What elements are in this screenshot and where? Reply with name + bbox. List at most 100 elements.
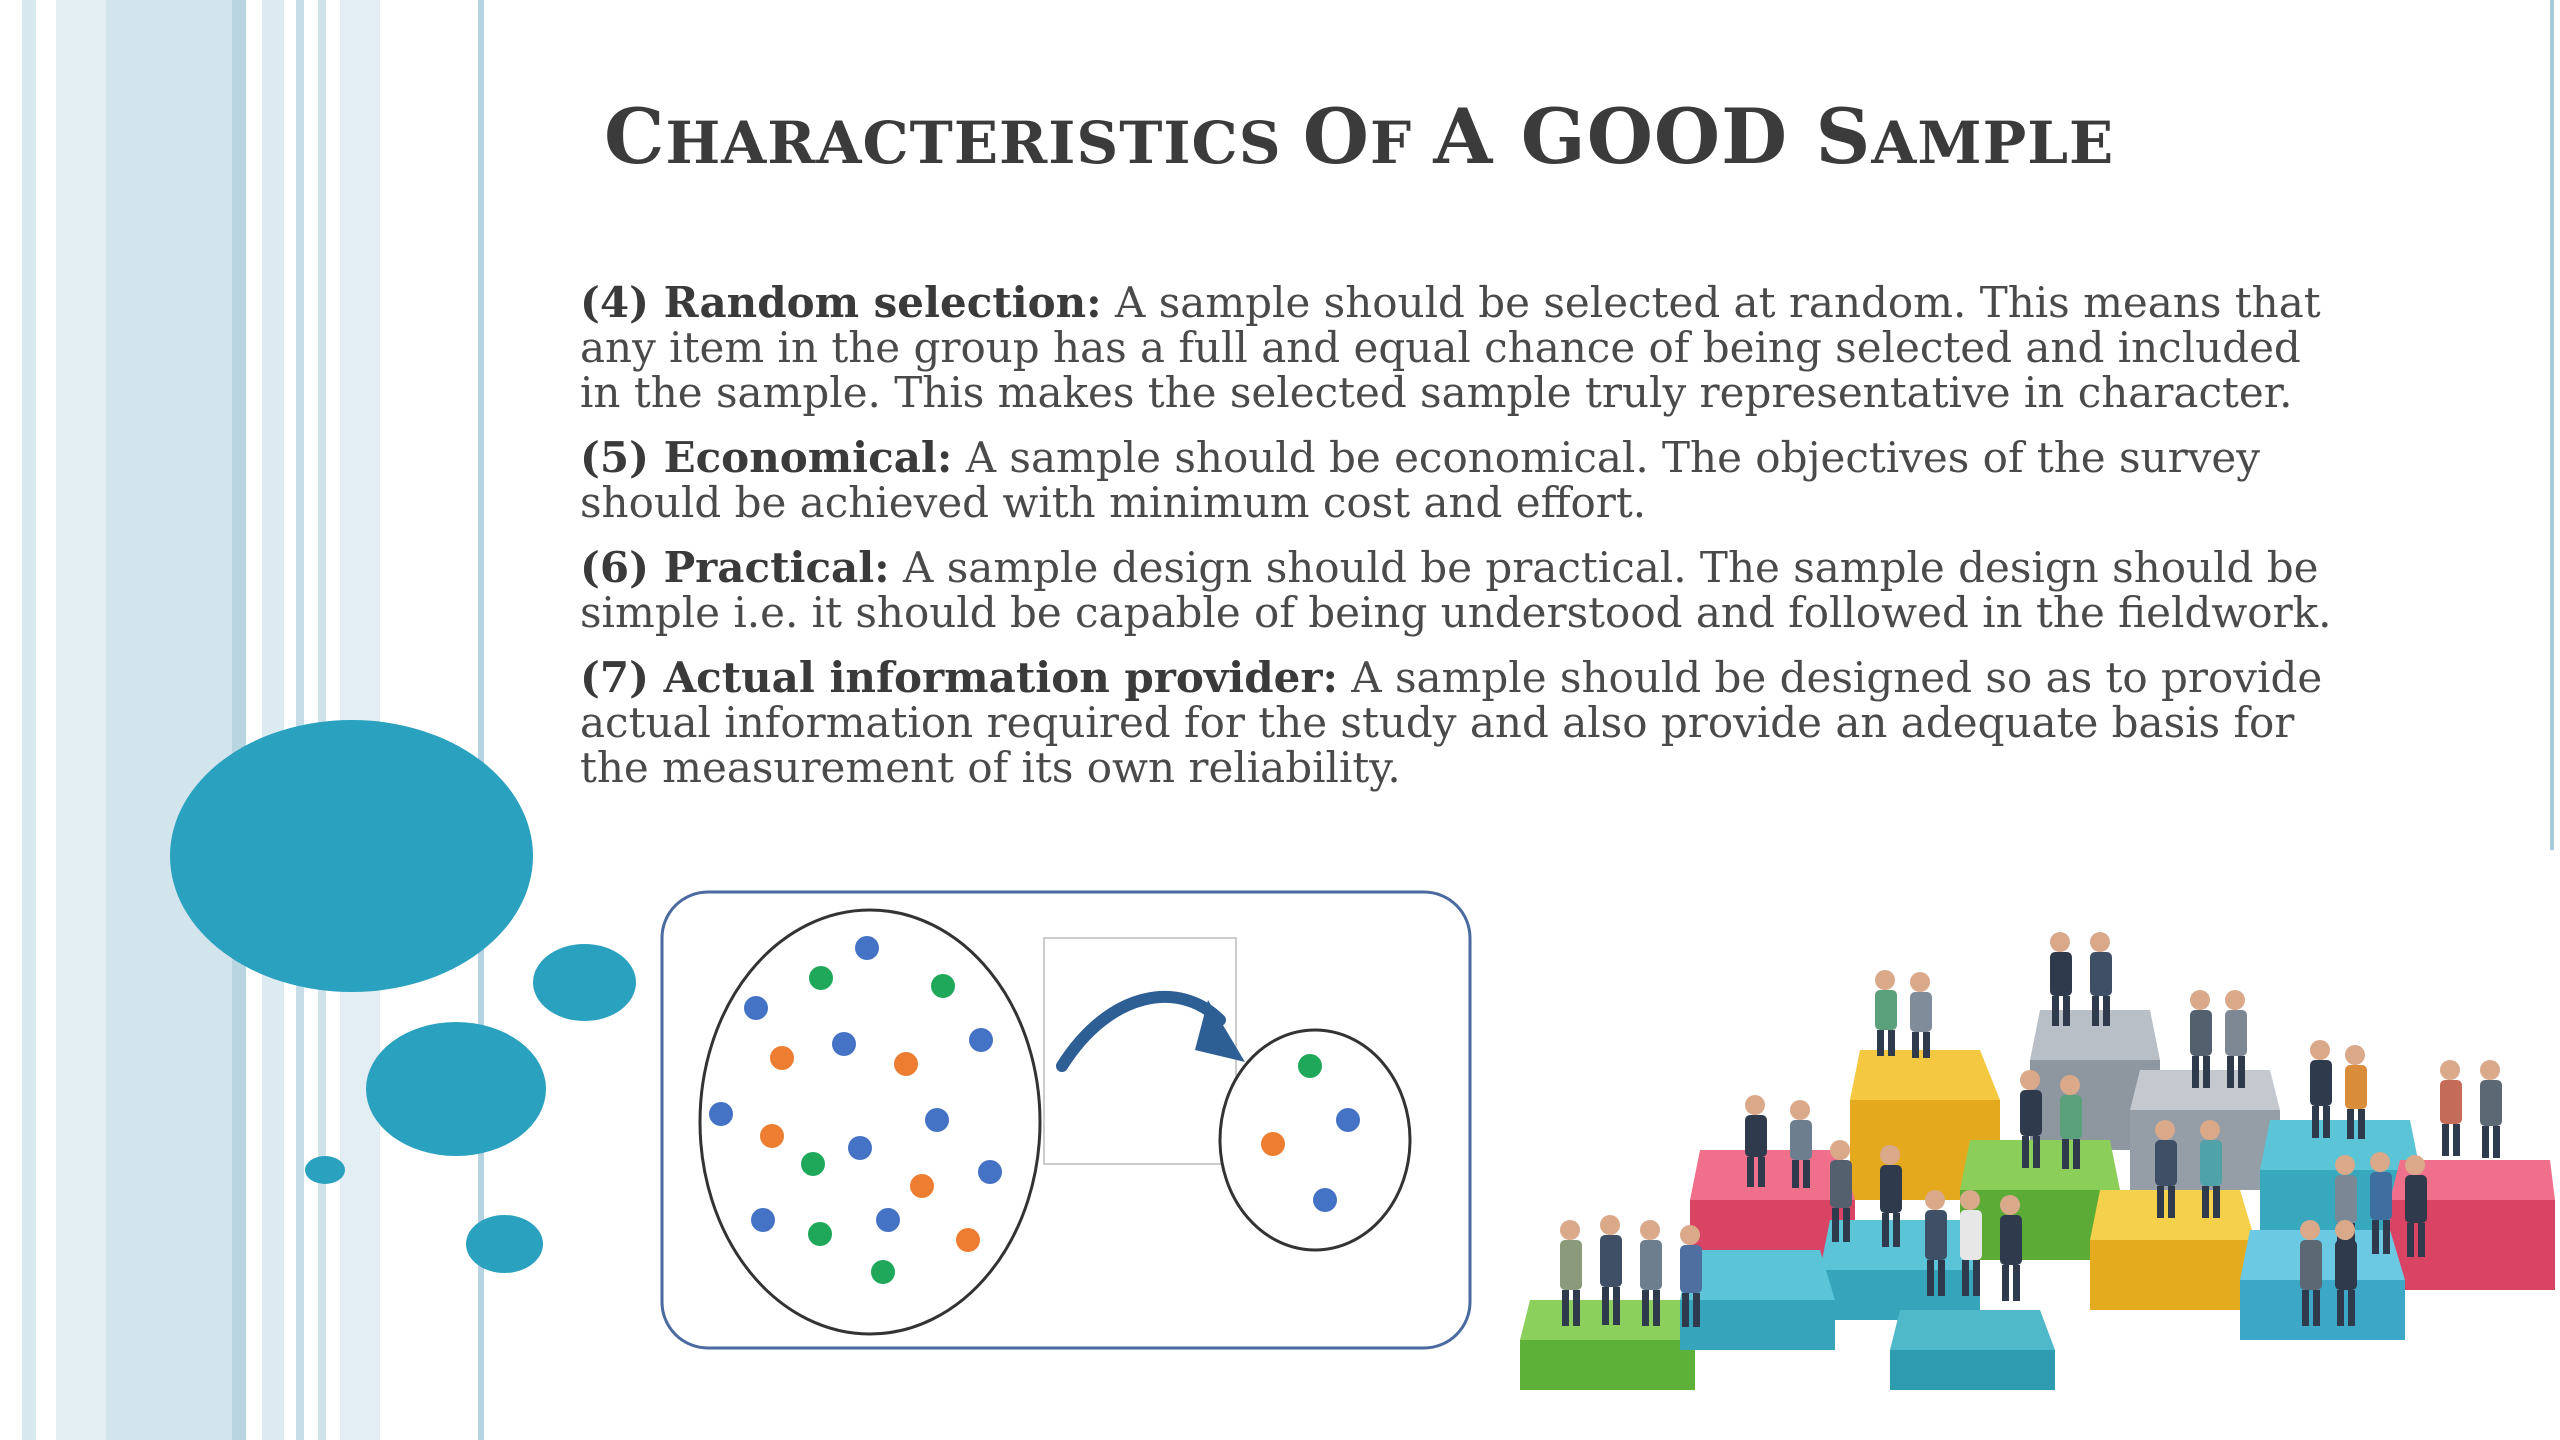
population-sample-diagram	[660, 890, 1472, 1350]
block-yellow2-front	[2090, 1240, 2255, 1310]
title-word-3: A GOOD	[1433, 92, 1816, 181]
text-economical: A sample should be economical. The objec…	[580, 433, 2260, 527]
colored-blocks	[1520, 1010, 2555, 1390]
dot-blue	[744, 996, 768, 1020]
dot-green	[808, 1222, 832, 1246]
dot-orange	[1261, 1132, 1285, 1156]
block-blue-front	[2240, 1280, 2405, 1340]
arrow-head-icon	[1195, 1000, 1245, 1062]
dot-blue	[855, 936, 879, 960]
dot-green	[801, 1152, 825, 1176]
person-figure	[2190, 990, 2212, 1088]
person-figure	[2335, 1220, 2357, 1326]
block-yellow-top	[1850, 1050, 2000, 1100]
dot-orange	[910, 1174, 934, 1198]
large-bubble	[170, 720, 533, 992]
paragraph-practical: (6) Practical: A sample design should be…	[580, 545, 2340, 635]
dot-orange	[770, 1046, 794, 1070]
dot-blue	[848, 1136, 872, 1160]
title-word-4: SAMPLE	[1815, 92, 2115, 181]
dot-green	[871, 1260, 895, 1284]
person-figure	[2090, 932, 2112, 1026]
person-figure	[2345, 1045, 2367, 1139]
block-pink-left-front	[1690, 1200, 1855, 1260]
curved-arrow-icon	[1056, 991, 1226, 1072]
slide-body: (4) Random selection: A sample should be…	[580, 280, 2340, 810]
block-green-front-face	[1520, 1340, 1695, 1390]
person-figure	[2480, 1060, 2502, 1158]
sample-circle	[1218, 1028, 1412, 1252]
slide-title: CHARACTERISTICS OF A GOOD SAMPLE	[604, 92, 2114, 181]
block-teal-front-top	[1680, 1250, 1835, 1300]
person-figure	[1640, 1220, 1662, 1326]
label-economical: (5) Economical:	[580, 433, 953, 482]
person-figure	[1600, 1215, 1622, 1325]
person-figure	[1745, 1095, 1767, 1187]
person-figure	[2200, 1120, 2222, 1218]
dot-blue	[978, 1160, 1002, 1184]
label-actual-information: (7) Actual information provider:	[580, 653, 1338, 702]
person-figure	[2225, 990, 2247, 1088]
dot-blue	[876, 1208, 900, 1232]
dot-green	[931, 974, 955, 998]
business-people-group	[1560, 932, 2502, 1327]
title-word-1: CHARACTERISTICS	[604, 92, 1303, 181]
title-word-2: OF	[1302, 92, 1434, 181]
paragraph-economical: (5) Economical: A sample should be econo…	[580, 435, 2340, 525]
population-circle	[698, 908, 1042, 1336]
block-teal-front-face	[1680, 1300, 1835, 1350]
dot-blue	[1336, 1108, 1360, 1132]
person-figure	[1680, 1225, 1702, 1327]
block-grey-top	[2030, 1010, 2160, 1060]
person-figure	[1910, 972, 1932, 1058]
dot-orange	[760, 1124, 784, 1148]
text-actual-information: A sample should be designed so as to pro…	[580, 653, 2323, 792]
dot-blue	[832, 1032, 856, 1056]
person-figure	[1790, 1100, 1812, 1188]
people-on-blocks-illustration	[1520, 932, 2555, 1390]
medium-bubble	[366, 1022, 546, 1156]
person-figure	[2405, 1155, 2427, 1257]
sample-dots	[1261, 1054, 1360, 1212]
dot-blue	[969, 1028, 993, 1052]
paragraph-actual-information: (7) Actual information provider: A sampl…	[580, 655, 2340, 790]
dot-green	[1298, 1054, 1322, 1078]
paragraph-random-selection: (4) Random selection: A sample should be…	[580, 280, 2340, 415]
dot-orange	[894, 1052, 918, 1076]
dot-orange	[956, 1228, 980, 1252]
person-figure	[1560, 1220, 1582, 1326]
person-figure	[2050, 932, 2072, 1026]
person-figure	[2155, 1120, 2177, 1218]
block-teal2-face	[1890, 1350, 2055, 1390]
person-figure	[2440, 1060, 2462, 1156]
small-bubble-right	[533, 944, 636, 1021]
person-figure	[2310, 1040, 2332, 1138]
dot-blue	[751, 1208, 775, 1232]
dot-blue	[1313, 1188, 1337, 1212]
person-figure	[1830, 1140, 1852, 1242]
right-edge-line	[2550, 0, 2554, 850]
block-pink-front	[2390, 1200, 2555, 1290]
person-figure	[2370, 1152, 2392, 1254]
tiny-bubble	[305, 1156, 345, 1184]
block-blue-top	[2240, 1230, 2405, 1280]
block-pink-left-top	[1690, 1150, 1855, 1200]
label-practical: (6) Practical:	[580, 543, 890, 592]
text-random-selection: A sample should be selected at random. T…	[580, 278, 2321, 417]
person-figure	[2300, 1220, 2322, 1326]
person-figure	[1880, 1145, 1902, 1247]
block-teal2-top	[1890, 1310, 2055, 1350]
dot-blue	[709, 1102, 733, 1126]
dot-green	[809, 966, 833, 990]
block-pink-top	[2390, 1160, 2555, 1200]
person-figure	[2020, 1070, 2042, 1168]
person-figure	[1875, 970, 1897, 1056]
population-dots	[709, 936, 1002, 1284]
text-practical: A sample design should be practical. The…	[580, 543, 2332, 637]
person-figure	[1925, 1190, 1947, 1296]
person-figure	[1960, 1190, 1982, 1296]
person-figure	[2000, 1195, 2022, 1301]
person-figure	[2060, 1075, 2082, 1169]
dot-blue	[925, 1108, 949, 1132]
label-random-selection: (4) Random selection:	[580, 278, 1102, 327]
